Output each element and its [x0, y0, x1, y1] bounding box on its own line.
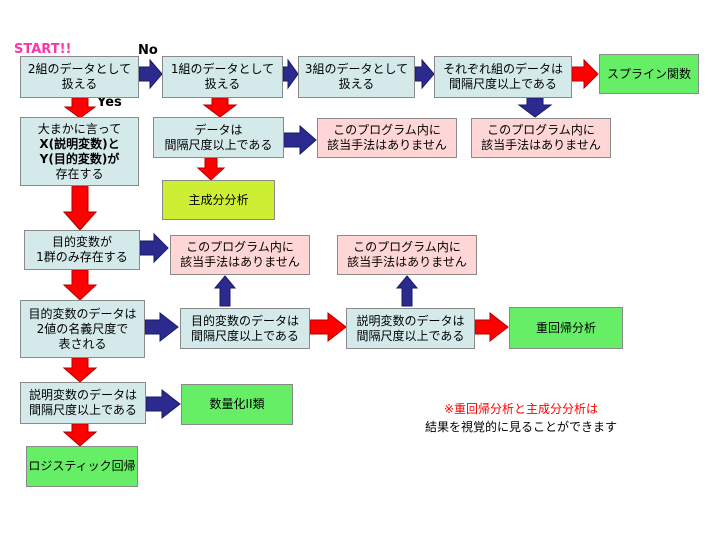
- down-arrow-qinterval-to-pca: [196, 157, 226, 181]
- box-explanatory-interval-line2: 間隔尺度以上である: [356, 328, 465, 343]
- footnote-line2: 結果を視覚的に見ることができます: [424, 420, 617, 434]
- box-xy-exist-line3: Y(目的変数)が: [39, 151, 120, 166]
- right-arrow-b3-to-b4: [414, 58, 435, 90]
- box-binary-target-line1: 目的変数のデータは: [28, 306, 137, 321]
- box-binary-target-line2: 2値の名義尺度で: [36, 321, 129, 336]
- box-single-target-line2: 1群のみ存在する: [36, 250, 128, 264]
- right-arrow-b1-to-b2: [138, 58, 163, 90]
- box-explanatory-interval-line1: 説明変数のデータは: [356, 313, 465, 328]
- footnote: ※重回帰分析と主成分分析は 結果を視覚的に見ることができます: [386, 400, 656, 436]
- box-three-groups: 3組のデータとして 扱える: [298, 56, 415, 98]
- yes-label: Yes: [97, 95, 122, 110]
- result-pca-text: 主成分分析: [188, 192, 249, 207]
- no-method-3-line1: このプログラム内に: [186, 240, 294, 254]
- no-method-4-line1: このプログラム内に: [353, 240, 461, 254]
- box-one-group-line2: 扱える: [204, 77, 241, 91]
- box-one-group-line1: 1組のデータとして: [170, 62, 275, 76]
- start-label: START!!: [14, 42, 72, 57]
- no-method-2-line1: このプログラム内に: [487, 123, 595, 137]
- no-method-1-line2: 該当手法はありません: [327, 138, 447, 152]
- no-method-3-line2: 該当手法はありません: [180, 255, 300, 269]
- box-target-interval-line2: 間隔尺度以上である: [191, 328, 299, 343]
- no-method-4-line2: 該当手法はありません: [347, 255, 467, 269]
- result-logistic-text: ロジスティック回帰: [28, 459, 136, 473]
- result-spline-text: スプライン関数: [606, 66, 691, 81]
- box-xy-exist: 大まかに言って X(説明変数)と Y(目的変数)が 存在する: [20, 117, 139, 186]
- box-each-group-interval-line2: 間隔尺度以上である: [449, 77, 557, 91]
- down-arrow-xinterval-to-logistic: [62, 423, 98, 447]
- box-two-groups-line2: 扱える: [61, 77, 98, 91]
- box-three-groups-line2: 扱える: [338, 77, 375, 91]
- right-arrow-x2interval-to-quant2: [145, 388, 181, 420]
- box-data-interval: データは 間隔尺度以上である: [153, 117, 284, 158]
- box-binary-target: 目的変数のデータは 2値の名義尺度で 表される: [20, 300, 145, 358]
- no-method-1-line1: このプログラム内に: [333, 123, 441, 137]
- down-arrow-b1-to-qxy: [63, 97, 97, 119]
- box-one-group: 1組のデータとして 扱える: [162, 56, 283, 98]
- box-xy-exist-line4: 存在する: [55, 166, 104, 181]
- right-arrow-b4-to-spline: [571, 58, 599, 90]
- footnote-line1: ※重回帰分析と主成分分析は: [443, 402, 599, 416]
- result-logistic: ロジスティック回帰: [26, 446, 138, 487]
- right-arrow-onegroup-to-na3: [139, 232, 169, 264]
- result-regression-text: 重回帰分析: [535, 320, 596, 335]
- box-xy-exist-line1: 大まかに言って: [37, 121, 122, 136]
- box-binary-target-line3: 表される: [58, 336, 107, 351]
- result-quantification-2: 数量化II類: [181, 384, 293, 425]
- result-pca: 主成分分析: [162, 180, 275, 220]
- right-arrow-b2-to-b3: [282, 58, 299, 90]
- result-regression: 重回帰分析: [509, 307, 623, 349]
- no-method-4: このプログラム内に 該当手法はありません: [337, 235, 477, 275]
- result-quantification-2-text: 数量化II類: [209, 397, 265, 411]
- result-spline: スプライン関数: [599, 54, 699, 94]
- box-three-groups-line1: 3組のデータとして: [304, 62, 409, 76]
- box-explanatory-interval-2-line2: 間隔尺度以上である: [29, 403, 137, 417]
- box-target-interval-line1: 目的変数のデータは: [190, 313, 299, 328]
- box-explanatory-interval-2: 説明変数のデータは 間隔尺度以上である: [20, 382, 146, 424]
- box-single-target: 目的変数が 1群のみ存在する: [24, 230, 140, 270]
- no-label: No: [138, 43, 158, 58]
- right-arrow-binary-to-yinterval: [144, 311, 179, 343]
- no-method-2: このプログラム内に 該当手法はありません: [471, 118, 611, 158]
- down-arrow-b4: [517, 97, 553, 118]
- box-two-groups: 2組のデータとして 扱える: [20, 56, 139, 98]
- no-method-2-line2: 該当手法はありません: [481, 138, 601, 152]
- box-explanatory-interval: 説明変数のデータは 間隔尺度以上である: [346, 308, 475, 349]
- down-arrow-b2-to-qinterval: [202, 97, 238, 118]
- right-arrow-qinterval-to-na1: [283, 124, 317, 156]
- down-arrow-onegroup-to-binary: [62, 269, 98, 301]
- no-method-1: このプログラム内に 該当手法はありません: [317, 118, 457, 158]
- right-arrow-xinterval-to-regression: [474, 311, 509, 343]
- no-method-3: このプログラム内に 該当手法はありません: [170, 235, 310, 275]
- box-two-groups-line1: 2組のデータとして: [27, 62, 132, 76]
- box-xy-exist-line2: X(説明変数)と: [39, 136, 120, 151]
- box-explanatory-interval-2-line1: 説明変数のデータは: [28, 388, 137, 402]
- box-target-interval: 目的変数のデータは 間隔尺度以上である: [180, 308, 310, 349]
- right-arrow-yinterval-to-xinterval: [309, 311, 347, 343]
- box-each-group-interval-line1: それぞれ組のデータは: [442, 62, 563, 76]
- box-single-target-line1: 目的変数が: [51, 235, 112, 249]
- box-each-group-interval: それぞれ組のデータは 間隔尺度以上である: [434, 56, 572, 98]
- box-data-interval-line1: データは: [194, 122, 243, 137]
- down-arrow-binary-to-xinterval: [62, 357, 98, 383]
- box-data-interval-line2: 間隔尺度以上である: [164, 137, 273, 152]
- down-arrow-qxy-to-onegroup: [62, 185, 98, 231]
- up-arrow-yinterval-to-na3: [213, 275, 237, 307]
- up-arrow-xinterval-to-na4: [395, 275, 419, 307]
